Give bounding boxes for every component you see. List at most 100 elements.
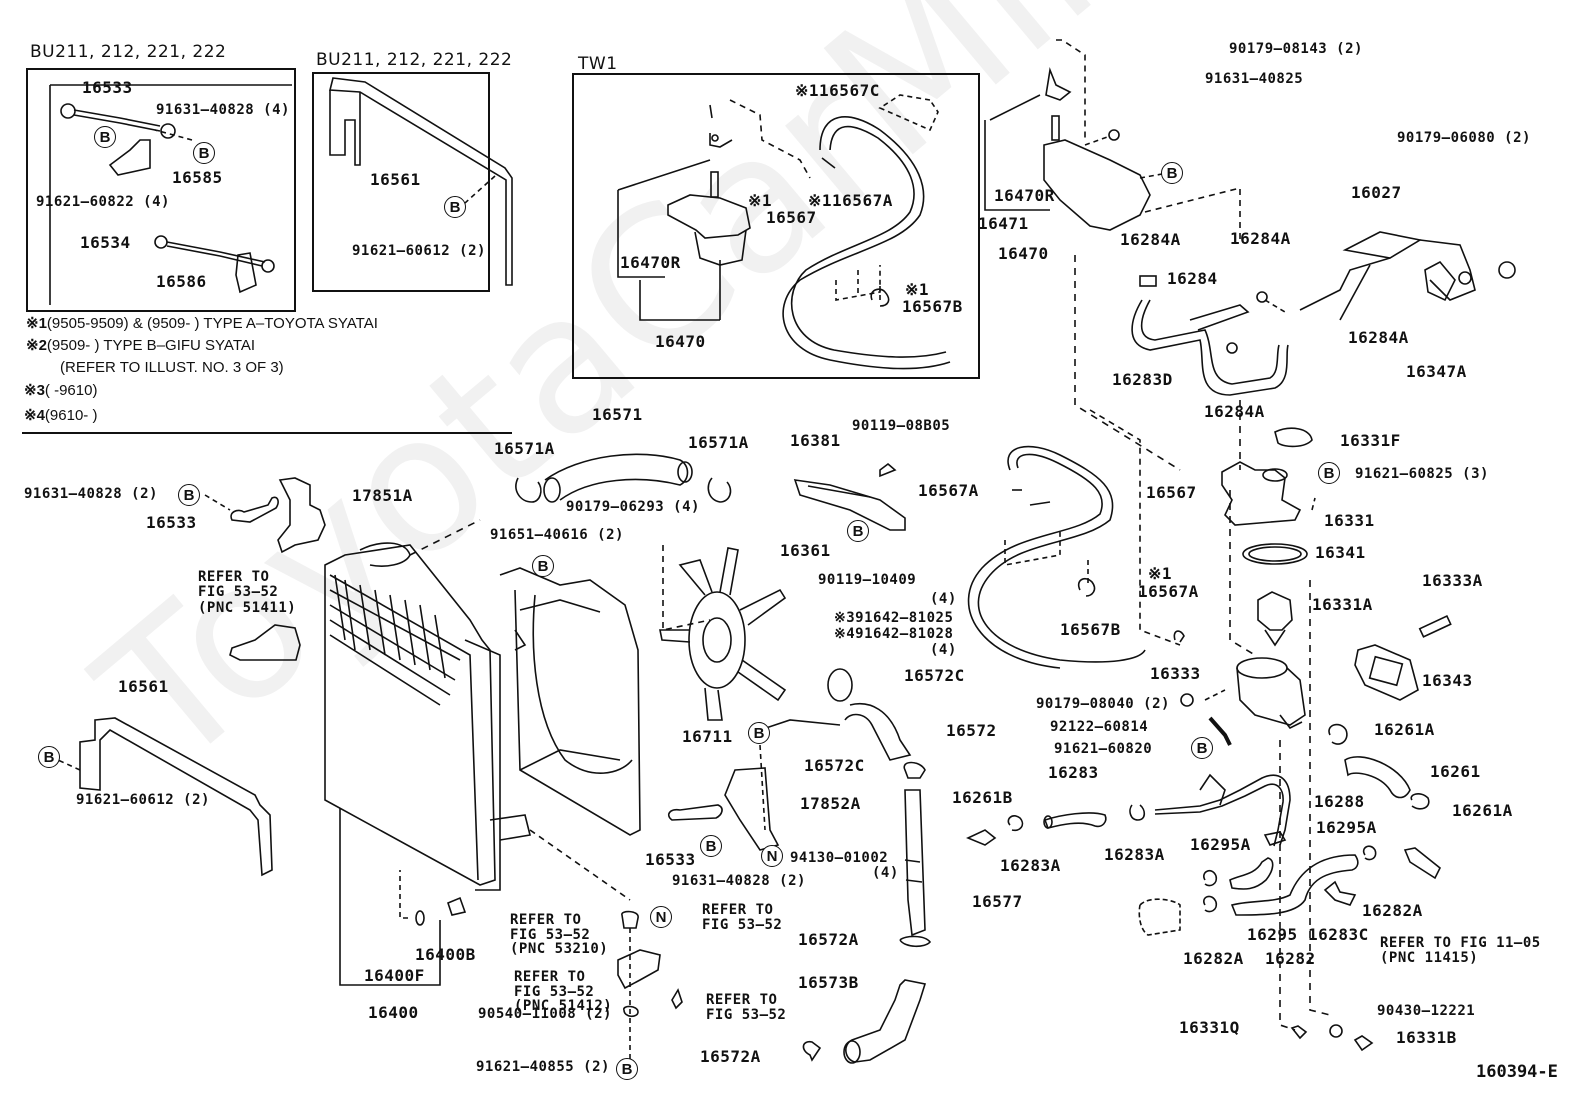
part-label: 91631–40828 (4) [156, 102, 290, 118]
sensor-11415-icon [1403, 847, 1442, 880]
refer-note: REFER TO FIG 53–52 [702, 902, 783, 933]
bolt-symbol: B [178, 484, 200, 506]
part-label: 16571A [494, 439, 555, 458]
overflow-hose-16567-icon [967, 409, 1185, 669]
part-label: 16572C [904, 666, 965, 685]
part-label: 91621–40855 (2) [476, 1059, 610, 1075]
overflow-hose-16567-tw-icon [782, 94, 951, 370]
bolt-symbol: B [1161, 162, 1183, 184]
bolt-symbol: B [94, 126, 116, 148]
part-label: 16585 [172, 168, 223, 187]
part-label: 16381 [790, 431, 841, 450]
plug-16331q-icon [1290, 1025, 1308, 1040]
part-label: 16283 [1048, 763, 1099, 782]
part-label: 16572 [946, 721, 997, 740]
gasket-16343-icon [1354, 644, 1419, 701]
bolt-symbol: B [1191, 737, 1213, 759]
radiator-support-16561-icon [57, 717, 273, 877]
bolt-icon [671, 988, 683, 1010]
part-label: 16567 [766, 208, 817, 227]
plug-16331b-icon [1353, 1035, 1374, 1052]
union-16261b-icon [966, 829, 997, 846]
part-label: 16282A [1183, 949, 1244, 968]
inset-header-left: BU211, 212, 221, 222 [30, 42, 227, 62]
part-label: 90540–11008 (2) [478, 1006, 612, 1022]
bolt-symbol: B [38, 746, 60, 768]
part-label: 16400B [415, 945, 476, 964]
part-label: 16711 [682, 727, 733, 746]
water-inlet-16333-icon [1236, 657, 1306, 730]
bracket-51411-icon [229, 624, 301, 661]
hose-16284-icon [1131, 186, 1289, 396]
part-label: 16567 [1146, 483, 1197, 502]
bolt-symbol: B [748, 722, 770, 744]
part-label: 16284A [1230, 229, 1291, 248]
part-label: 16561 [370, 170, 421, 189]
part-label: 90179–06293 (4) [566, 499, 700, 515]
part-label: 16261A [1452, 801, 1513, 820]
part-label: 16283A [1104, 845, 1165, 864]
bolt-symbol: B [616, 1058, 638, 1080]
part-label: 16333A [1422, 571, 1483, 590]
cushion-53210-icon [621, 910, 639, 929]
part-label: (4) [930, 642, 957, 658]
part-label: 16331F [1340, 431, 1401, 450]
part-label: 16361 [780, 541, 831, 560]
part-label: 90179–08040 (2) [1036, 696, 1170, 712]
nut-symbol: N [761, 845, 783, 867]
part-label: 16282 [1265, 949, 1316, 968]
part-label: 16261 [1430, 762, 1481, 781]
part-label: 16331B [1396, 1028, 1457, 1047]
part-label: 91631–40828 (2) [24, 486, 158, 502]
part-label: 16027 [1351, 183, 1402, 202]
part-label: 16331Q [1179, 1018, 1240, 1037]
part-label: 91631–40825 [1205, 71, 1304, 87]
radiator-16400-icon [324, 519, 531, 891]
part-label: 16470 [998, 244, 1049, 263]
part-label: 92122–60814 [1050, 719, 1149, 735]
part-label: 16577 [972, 892, 1023, 911]
reserve-tank-16470-tw-icon [667, 99, 811, 266]
bolt-symbol: B [847, 520, 869, 542]
part-label: 16400F [364, 966, 425, 985]
clip-16283c-icon [1323, 880, 1357, 906]
part-label: 16331A [1312, 595, 1373, 614]
part-label: 16567A [918, 481, 979, 500]
clamp-16283a-icon [1129, 804, 1146, 821]
part-label: 16261A [1374, 720, 1435, 739]
part-label: ※1 [905, 280, 930, 299]
part-label: 16567B [902, 297, 963, 316]
inset-box-tw1 [572, 73, 980, 379]
figure-id: 160394-E [1476, 1062, 1558, 1082]
strut-16533-icon [60, 103, 193, 176]
drain-plug-16400f-icon [415, 910, 425, 926]
part-label: 16331 [1324, 511, 1375, 530]
part-label: 16470 [655, 332, 706, 351]
part-label: 17851A [352, 486, 413, 505]
hose-16261-icon [1344, 756, 1411, 799]
inset-box-middle [312, 72, 490, 292]
part-label: ※1 [1148, 564, 1173, 583]
bolt-symbol: B [1318, 462, 1340, 484]
refer-note: REFER TO FIG 53–52 (PNC 53210) [510, 912, 609, 958]
part-label: 16470R [994, 186, 1055, 205]
part-label: 16282A [1362, 901, 1423, 920]
refer-note: REFER TO FIG 53–52 (PNC 51411) [198, 569, 297, 616]
part-label: 16261B [952, 788, 1013, 807]
part-label: 91621–60820 [1054, 741, 1153, 757]
part-label: 16284A [1348, 328, 1409, 347]
bracket-16381-icon [793, 462, 906, 531]
part-label: 16295 [1247, 925, 1298, 944]
bracket-17851a-icon [230, 477, 326, 554]
hose-16572-icon [827, 668, 926, 779]
part-label: 16283D [1112, 370, 1173, 389]
reserve-tank-16470-icon [1043, 39, 1163, 231]
part-label: 16586 [156, 272, 207, 291]
stud-16333a-icon [1418, 614, 1452, 638]
part-label: 94130–01002 [790, 850, 889, 866]
hose-16283-icon [1043, 812, 1107, 829]
part-label: 16567A [1138, 582, 1199, 601]
note-4: ※3( -9610) [24, 382, 98, 399]
part-label: 16400 [368, 1003, 419, 1022]
